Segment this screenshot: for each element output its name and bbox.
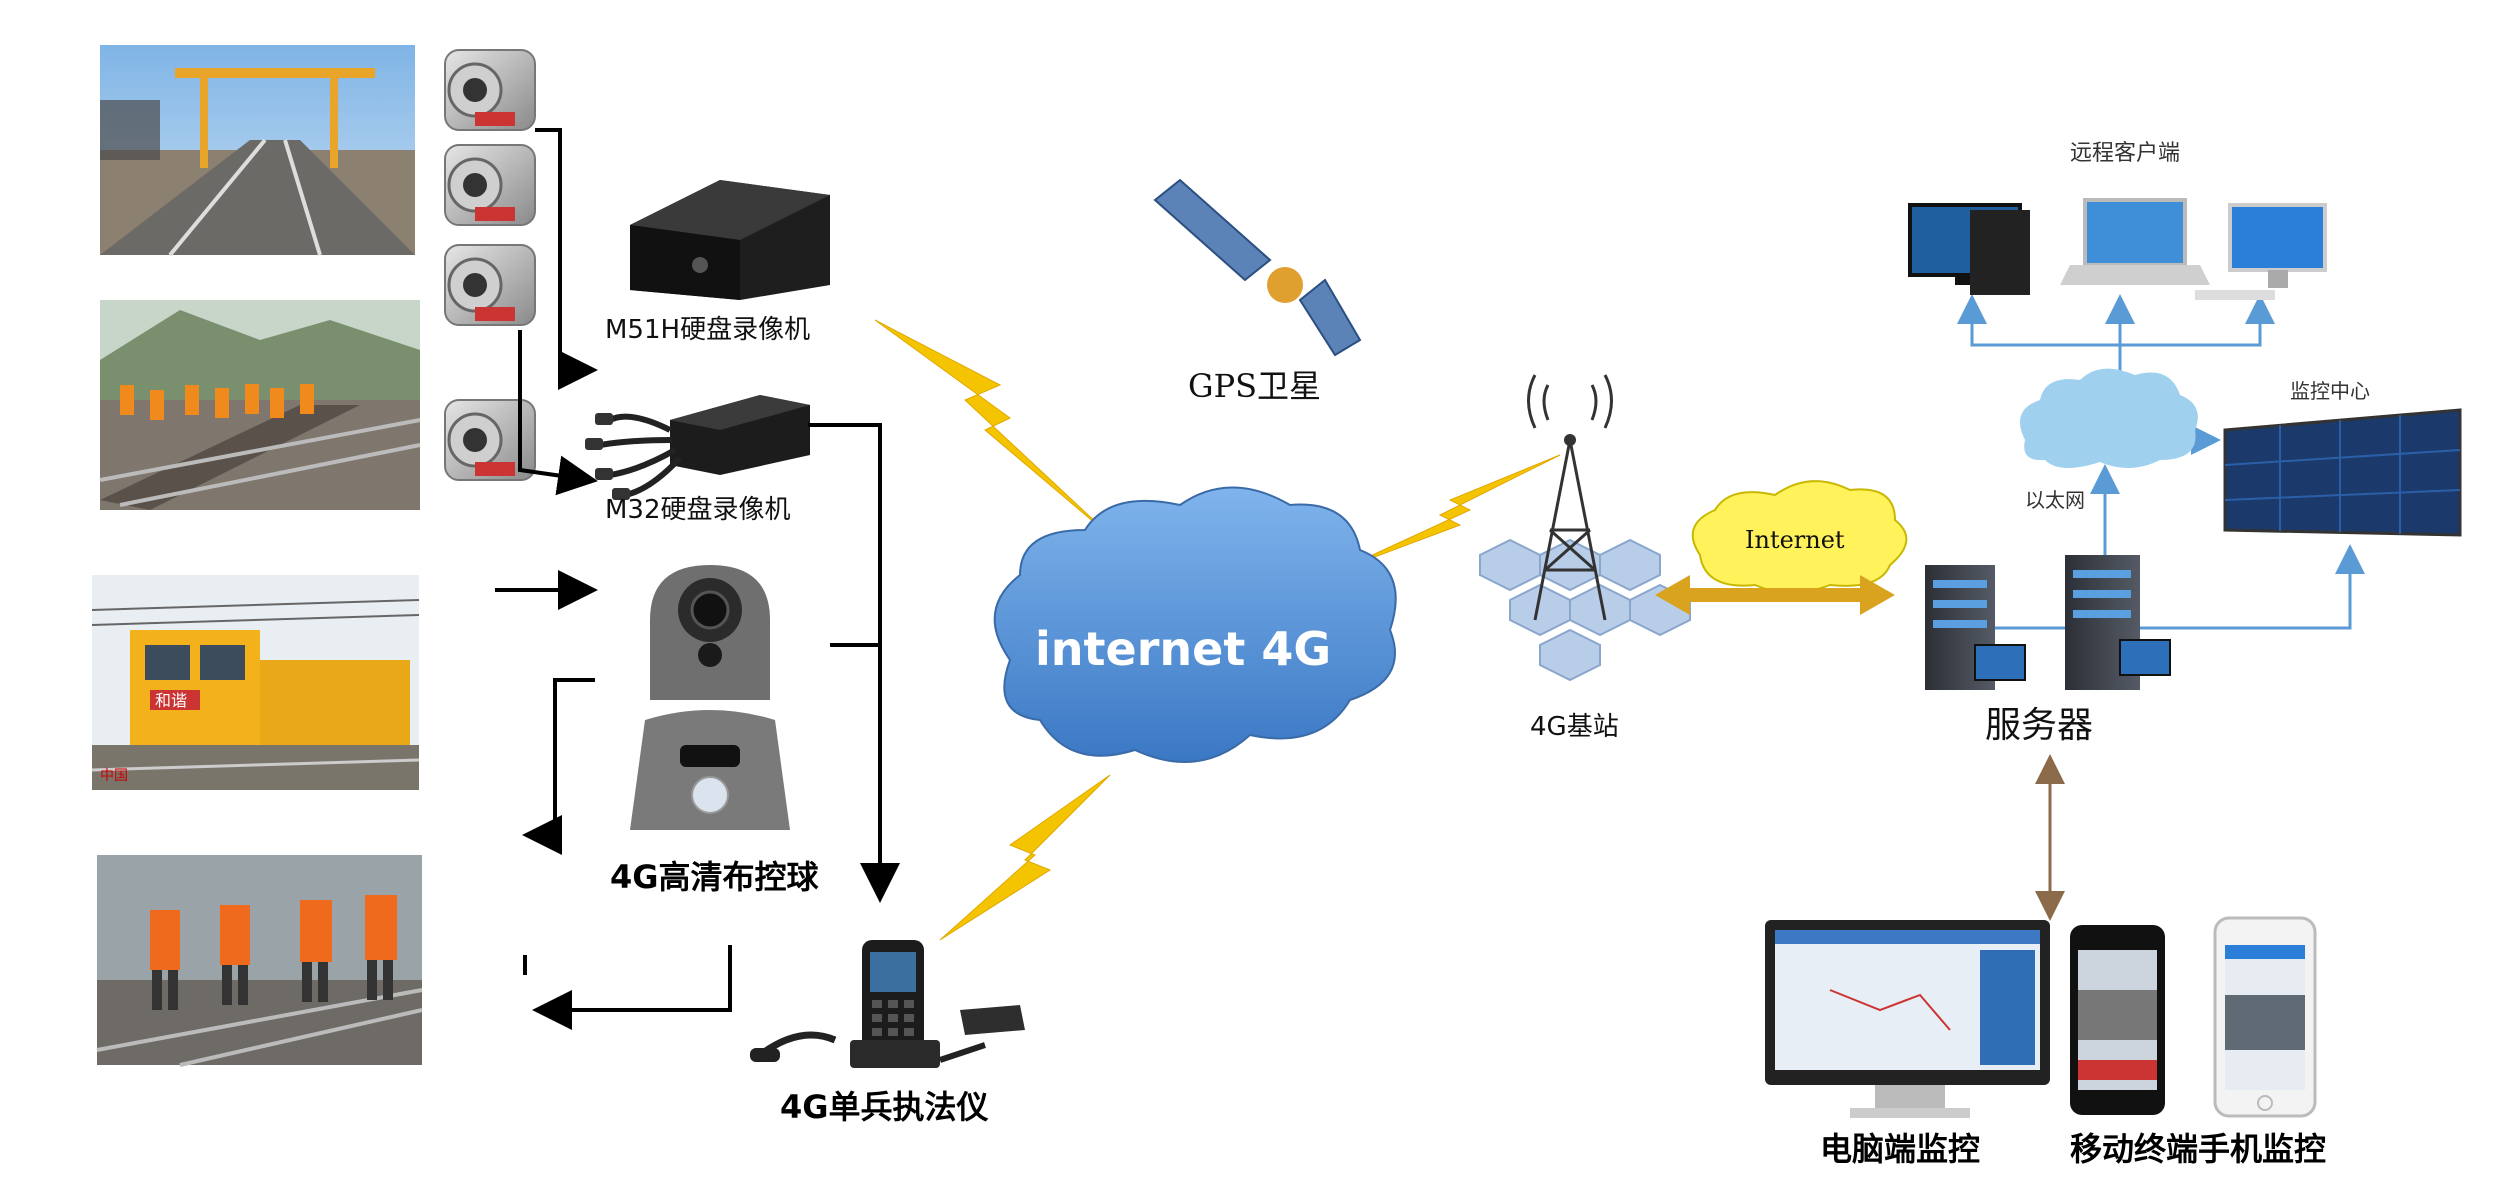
ptz-ball-camera-icon xyxy=(630,565,790,830)
photo-watermark-1: 中国 xyxy=(100,768,128,784)
camera-connectors xyxy=(518,128,598,496)
photo-track-gantry xyxy=(100,45,415,257)
gps-satellite-icon xyxy=(1153,178,1362,357)
pc-monitor-label: 电脑端监控 xyxy=(1820,1130,1980,1168)
photo-yellow-train xyxy=(91,575,420,790)
laptop-icon xyxy=(2060,198,2210,285)
m51h-dvr-icon xyxy=(630,180,830,300)
handheld-device-icon xyxy=(750,940,1025,1068)
ptz-label: 4G高清布控球 xyxy=(610,858,820,896)
basestation-label: 4G基站 xyxy=(1530,712,1619,742)
mobile-monitor-label: 移动终端手机监控 xyxy=(2070,1130,2326,1168)
photo-workers-track xyxy=(99,300,421,510)
ethernet-cloud-icon xyxy=(2020,368,2198,469)
pc-monitor-icon xyxy=(1765,920,2050,1118)
smartphone-icon xyxy=(2213,916,2317,1118)
smartphone-icon xyxy=(2070,925,2165,1115)
m32-dvr-icon xyxy=(585,395,830,500)
ethernet-label: 以太网 xyxy=(2025,488,2085,512)
left-arrows xyxy=(495,423,900,1030)
server-label: 服务器 xyxy=(1985,705,2093,746)
imac-icon xyxy=(2195,203,2327,300)
explosion-proof-camera-icon xyxy=(444,49,536,481)
internet-link-arrow xyxy=(1655,575,1895,615)
base-station-icon xyxy=(1479,374,1691,682)
gps-label: GPS卫星 xyxy=(1188,367,1321,405)
server-icon xyxy=(1925,555,2171,690)
monitor-center-label: 监控中心 xyxy=(2290,379,2370,403)
desktop-pc-icon xyxy=(1908,203,2030,295)
handheld-label: 4G单兵执法仪 xyxy=(780,1088,989,1126)
remote-client-label: 远程客户端 xyxy=(2070,141,2180,166)
m32-label: M32硬盘录像机 xyxy=(605,495,791,525)
internet-4g-label: internet 4G xyxy=(1035,622,1331,676)
m51h-label: M51H硬盘录像机 xyxy=(605,315,810,345)
photo-workers-tools xyxy=(96,855,423,1067)
internet-4g-cloud-icon xyxy=(993,486,1397,763)
video-wall-icon xyxy=(2223,408,2462,537)
train-plate-text: 和谐 xyxy=(155,691,187,710)
internet-label: Internet xyxy=(1745,526,1845,554)
